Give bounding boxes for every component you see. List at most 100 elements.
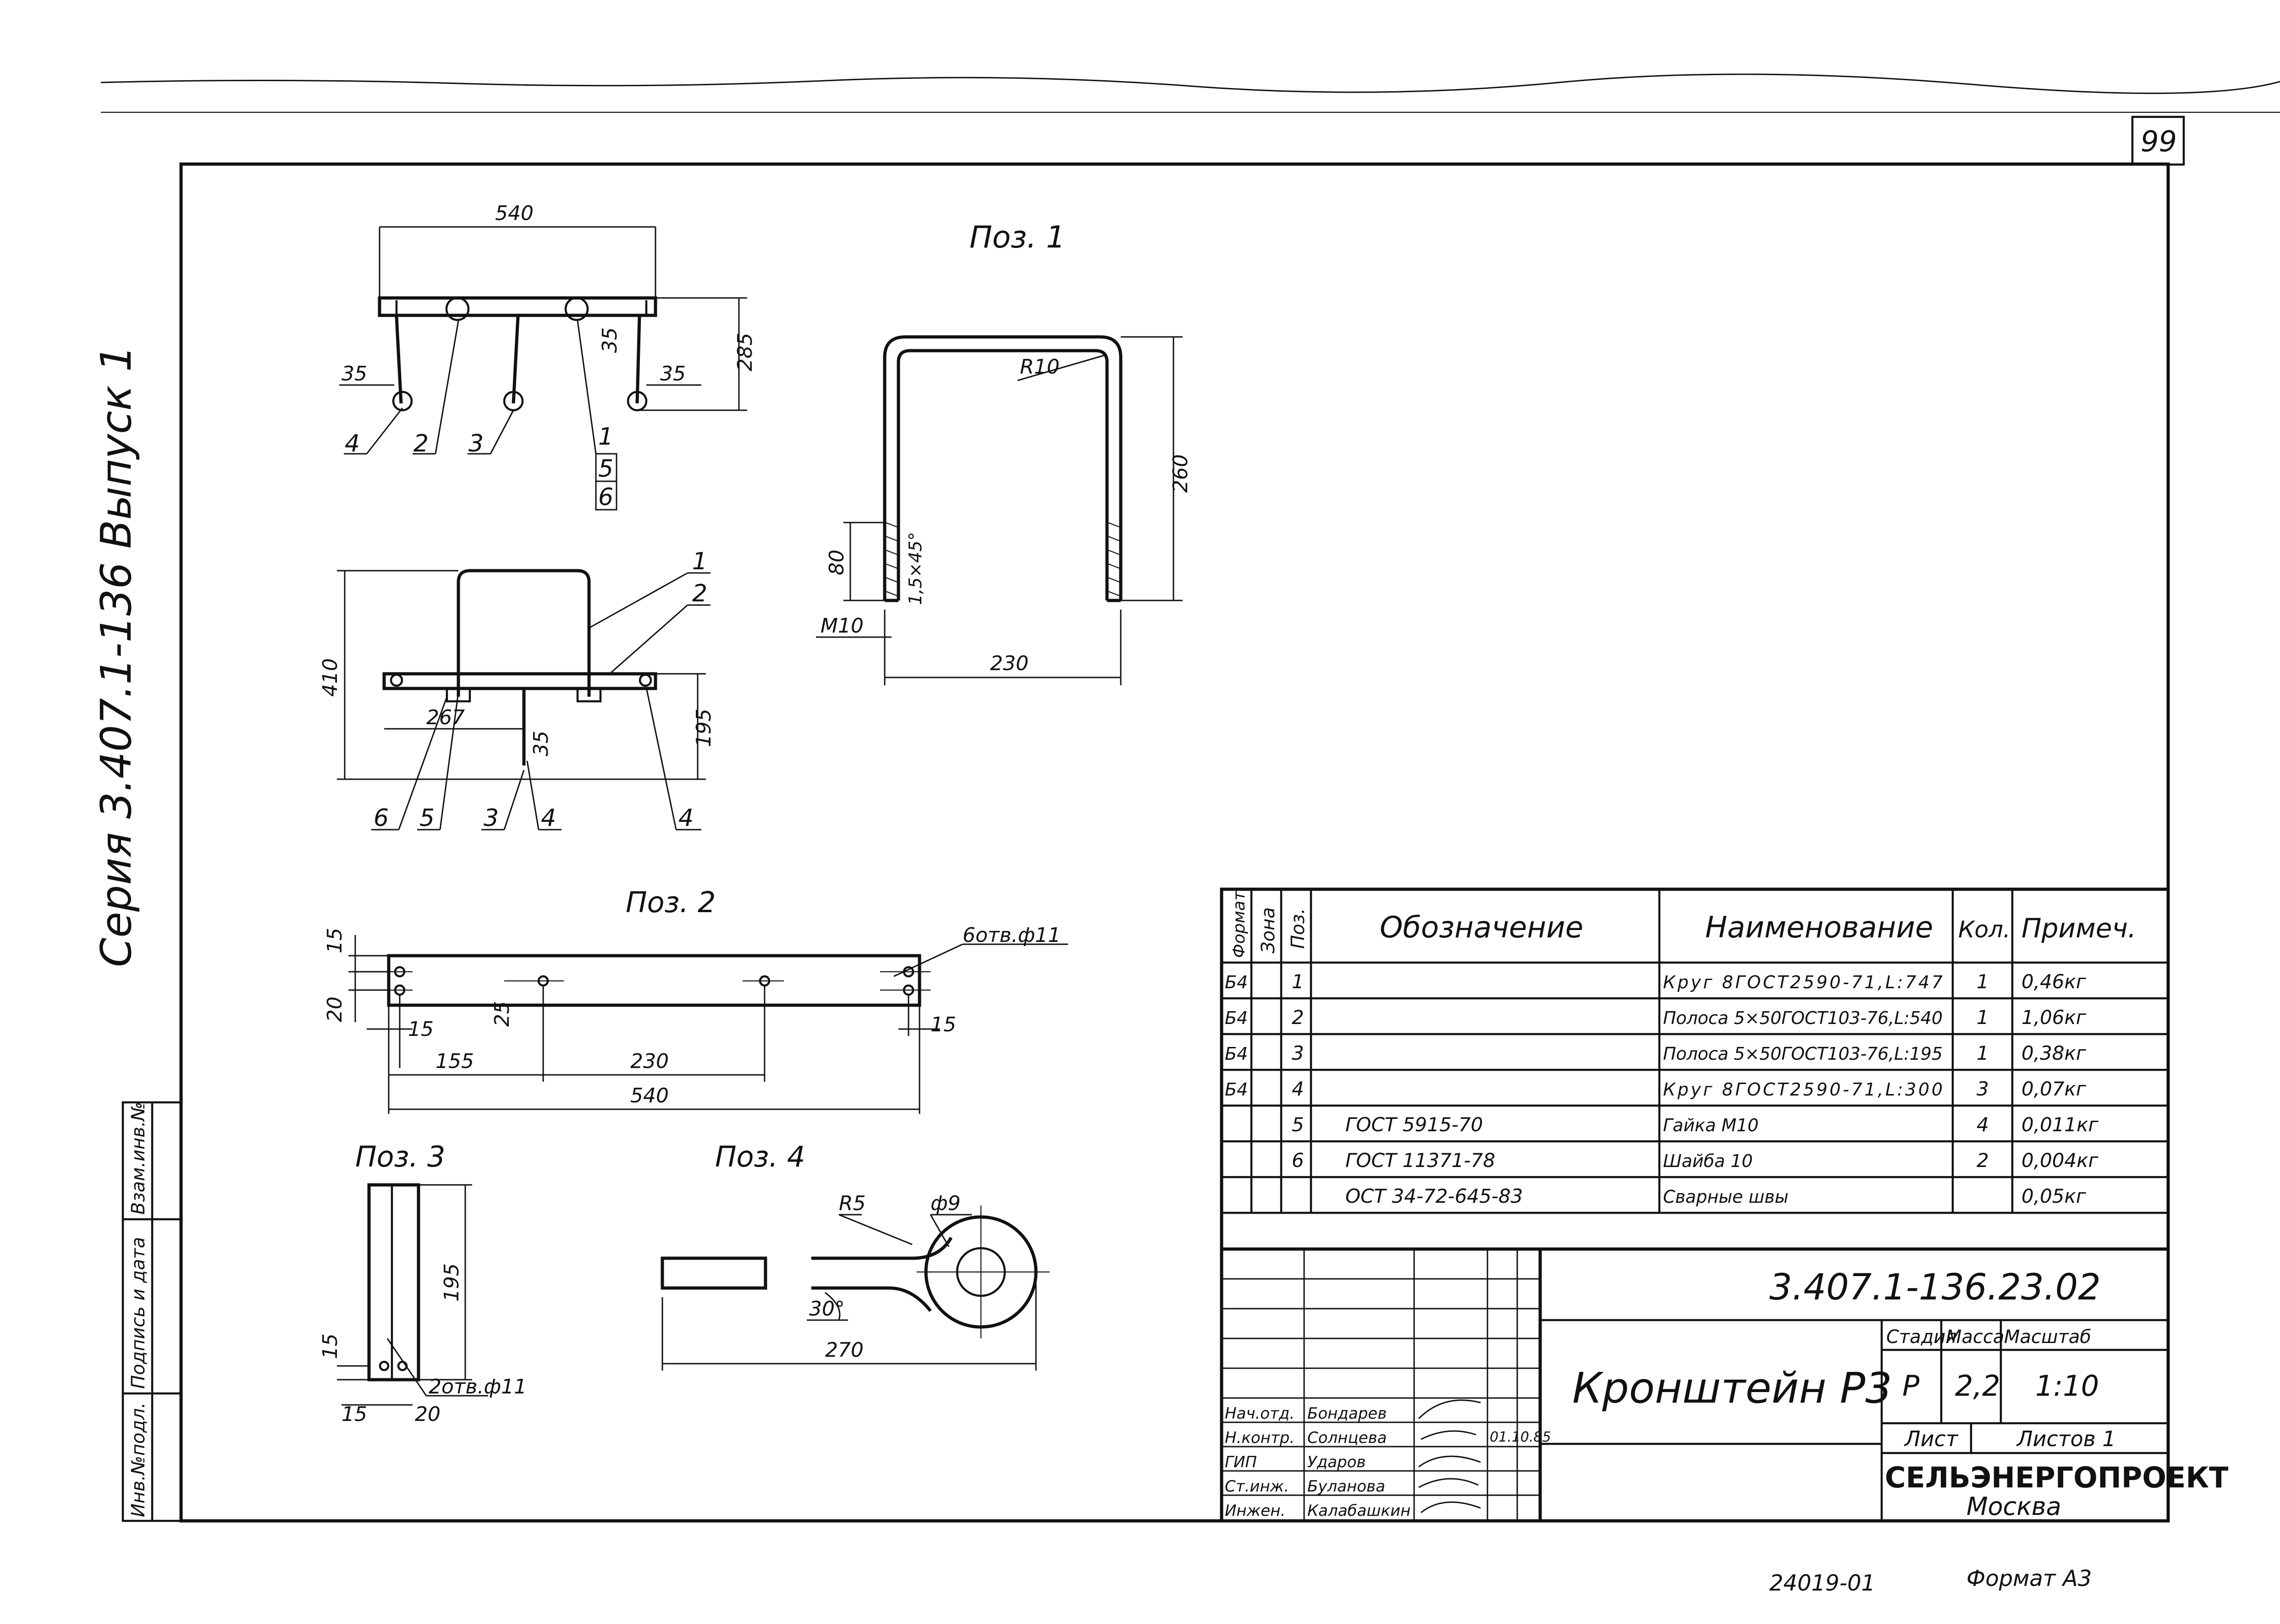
dim-410: 410 xyxy=(319,658,342,697)
callout-side-4a: 4 xyxy=(541,804,556,832)
callout-side-2: 2 xyxy=(692,580,707,607)
spec-header-pos: Поз. xyxy=(1288,908,1309,949)
dim-35-side: 35 xyxy=(529,731,553,756)
spec-cell-format: Б4 xyxy=(1225,1044,1248,1064)
drawing-frame xyxy=(179,162,2170,1523)
staff-name: Ударов xyxy=(1307,1453,1366,1471)
torn-paper-edge xyxy=(100,73,2280,94)
pos1-r10: R10 xyxy=(1020,355,1060,379)
callout-side-1: 1 xyxy=(692,548,707,575)
spec-cell-designation: ГОСТ 11371-78 xyxy=(1345,1149,1495,1172)
pos3-dim-195: 195 xyxy=(440,1263,463,1302)
stamp-inv-label: Инв.№подл. xyxy=(128,1402,149,1517)
pos4-title: Поз. 4 xyxy=(715,1140,805,1173)
spec-header-name: Наименование xyxy=(1705,911,1933,945)
spec-cell-pos: 5 xyxy=(1292,1113,1304,1136)
spec-cell-qty: 1 xyxy=(1977,970,1989,993)
spec-cell-note: 0,004кг xyxy=(2021,1149,2099,1172)
spec-cell-pos: 4 xyxy=(1292,1078,1304,1100)
spec-cell-qty: 1 xyxy=(1977,1042,1989,1064)
series-label: Серия 3.407.1-136 Выпуск 1 xyxy=(92,345,141,967)
pos3-dim-15-vert: 15 xyxy=(319,1333,342,1359)
pos3-drawing: Поз. 3 195 15 15 20 2отв.ф11 xyxy=(319,1140,527,1426)
callout-top-4: 4 xyxy=(345,430,360,457)
signature xyxy=(1418,1399,1481,1514)
callout-side-4b: 4 xyxy=(678,804,694,832)
pos2-dim-155: 155 xyxy=(435,1050,474,1073)
staff-name: Солнцева xyxy=(1307,1429,1387,1447)
scale-label: Масштаб xyxy=(2004,1327,2091,1348)
spec-cell-designation: ОСТ 34-72-645-83 xyxy=(1345,1185,1523,1207)
pos3-dim-20: 20 xyxy=(415,1403,441,1426)
firm-city: Москва xyxy=(1966,1492,2061,1521)
callout-side-6: 6 xyxy=(374,804,389,832)
dim-285: 285 xyxy=(733,333,757,371)
mass-value: 2,2 xyxy=(1955,1369,2000,1403)
spec-cell-qty: 4 xyxy=(1977,1113,1989,1136)
stamp-sign-label: Подпись и дата xyxy=(128,1237,149,1389)
stamp-replace-label: Взам.инв.№ xyxy=(128,1102,149,1215)
stage-value: Р xyxy=(1902,1369,1920,1403)
spec-cell-pos: 3 xyxy=(1292,1042,1304,1064)
spec-header-format: Формат xyxy=(1230,891,1249,958)
spec-cell-qty: 1 xyxy=(1977,1006,1989,1029)
pos2-dim-15-left: 15 xyxy=(408,1018,434,1041)
pos1-m10: M10 xyxy=(821,614,864,638)
spec-cell-designation: ГОСТ 5915-70 xyxy=(1345,1113,1483,1136)
pos2-dim-230: 230 xyxy=(630,1050,669,1073)
pos1-dim-80: 80 xyxy=(825,550,848,575)
callout-side-3: 3 xyxy=(484,804,499,832)
pos1-title: Поз. 1 xyxy=(969,220,1065,255)
pos4-angle: 30° xyxy=(809,1297,845,1321)
dim-35-right: 35 xyxy=(660,362,686,385)
spec-cell-note: 1,06кг xyxy=(2021,1006,2087,1029)
pos2-drawing: Поз. 2 6отв.ф11 15 20 15 25 15 xyxy=(323,886,1068,1114)
spec-cell-format: Б4 xyxy=(1225,1079,1248,1100)
left-stamp: Инв.№подл. Подпись и дата Взам.инв.№ xyxy=(121,1101,182,1522)
spec-header-designation: Обозначение xyxy=(1380,911,1583,945)
staff-role: Ст.инж. xyxy=(1225,1477,1289,1496)
staff-name: Калабашкин xyxy=(1307,1502,1410,1520)
tb-date: 01.10.85 xyxy=(1490,1429,1551,1445)
pos1-chamfer: 1,5×45° xyxy=(905,532,925,605)
pos2-dim-15-right: 15 xyxy=(931,1013,956,1036)
spec-cell-name: Круг 8ГОСТ2590-71,L:747 xyxy=(1663,972,1943,992)
pos2-dim-540: 540 xyxy=(630,1084,669,1107)
spec-header-note: Примеч. xyxy=(2021,913,2136,944)
format-code: Формат А3 xyxy=(1966,1566,2092,1591)
spec-cell-name: Полоса 5×50ГОСТ103-76,L:195 xyxy=(1663,1044,1943,1064)
spec-header-zone: Зона xyxy=(1258,907,1279,953)
callout-side-5: 5 xyxy=(419,804,435,832)
page-number: 99 xyxy=(2141,125,2177,158)
spec-cell-pos: 2 xyxy=(1292,1006,1304,1029)
spec-cell-note: 0,46кг xyxy=(2021,970,2087,993)
spec-cell-note: 0,38кг xyxy=(2021,1042,2087,1064)
assembly-side-view: 410 267 35 195 1 2 6 5 3 4 4 xyxy=(319,548,716,832)
spec-cell-name: Шайба 10 xyxy=(1663,1151,1753,1171)
spec-cell-pos: 1 xyxy=(1292,970,1304,993)
pos2-title: Поз. 2 xyxy=(626,886,716,919)
assembly-top-view: 540 285 35 35 35 4 2 3 1 xyxy=(339,202,757,511)
pos3-title: Поз. 3 xyxy=(355,1140,445,1173)
firm-name: СЕЛЬЭНЕРГОПРОЕКТ xyxy=(1885,1461,2228,1494)
dim-267: 267 xyxy=(426,706,465,729)
pos2-holes: 6отв.ф11 xyxy=(963,924,1061,947)
staff-role: Н.контр. xyxy=(1225,1429,1294,1447)
order-code: 24019-01 xyxy=(1769,1570,1875,1596)
doc-number: 3.407.1-136.23.02 xyxy=(1769,1267,2101,1308)
dim-540-top: 540 xyxy=(495,202,534,225)
specification-table: Формат Зона Поз. Обозначение Наименовани… xyxy=(1220,887,2170,1523)
pos4-drawing: Поз. 4 R5 ф9 30° 270 xyxy=(661,1140,1050,1371)
pos1-dim-230: 230 xyxy=(990,652,1029,675)
spec-cell-name: Полоса 5×50ГОСТ103-76,L:540 xyxy=(1663,1008,1943,1028)
pos4-r5: R5 xyxy=(839,1192,866,1215)
spec-cell-note: 0,07кг xyxy=(2021,1078,2087,1100)
sheet-label: Лист xyxy=(1904,1426,1959,1451)
callout-top-3: 3 xyxy=(468,430,484,457)
pos1-drawing: Поз. 1 260 R10 80 1,5×45° M10 230 xyxy=(816,220,1192,685)
staff-name: Буланова xyxy=(1307,1477,1385,1496)
callout-top-2: 2 xyxy=(413,430,429,457)
callout-top-5: 5 xyxy=(598,455,613,483)
